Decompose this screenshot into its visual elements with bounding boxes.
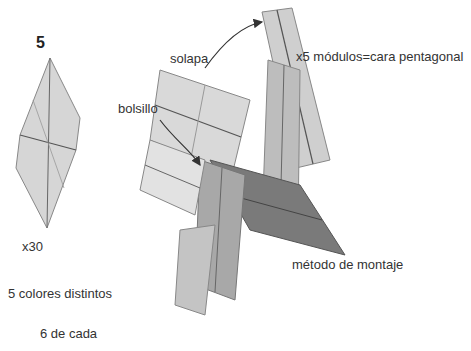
part-label: solapa: [170, 52, 208, 66]
part-label: bolsillo: [118, 102, 158, 116]
color-note: 5 colores distintos: [8, 287, 112, 301]
count-note: 6 de cada: [40, 327, 97, 341]
method-note: método de montaje: [292, 258, 403, 272]
callout-number: 5: [36, 34, 45, 52]
assembly-note: x5 módulos=cara pentagonal: [296, 50, 463, 64]
leader-arrow: [205, 22, 262, 68]
single-module: [16, 58, 80, 228]
leader-arrow: [160, 120, 200, 165]
quantity-note: x30: [22, 240, 43, 254]
